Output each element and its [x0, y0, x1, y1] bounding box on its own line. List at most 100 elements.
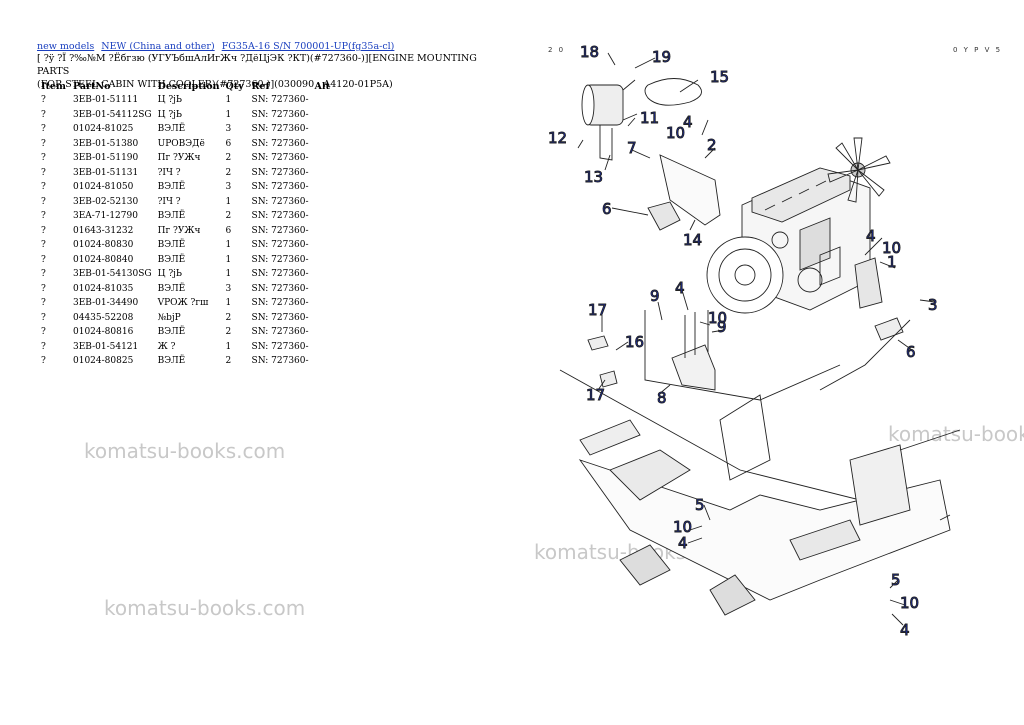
cell-description: ВЭЛЁ	[157, 254, 186, 265]
cell-item: ?	[41, 341, 46, 352]
cell-partno: 01024-80825	[73, 356, 134, 367]
cell-ref: SN: 727360-	[251, 269, 309, 280]
page-title-line1: [ ?ÿ ?Ï ?‰№М ?Ёбгзю (УГУЪбшАлИгЖч ?ДёЦјЭ…	[37, 53, 477, 77]
cell-partno: 01024-81050	[73, 182, 134, 193]
table-row: ? 3EB-01-54121 Ж ? 1 SN: 727360-	[37, 340, 338, 355]
callout-4c: 4	[675, 279, 685, 297]
cell-alt	[312, 108, 338, 123]
callout-6a: 6	[602, 200, 612, 218]
cell-description: ВЭЛЁ	[157, 124, 186, 135]
callout-5a: 5	[695, 496, 705, 514]
page-title: [ ?ÿ ?Ï ?‰№М ?Ёбгзю (УГУЪбшАлИгЖч ?ДёЦјЭ…	[37, 52, 477, 91]
callout-9b: 9	[717, 318, 727, 336]
cell-ref: SN: 727360-	[251, 356, 309, 367]
breadcrumb-link-model[interactable]: FG35A-16 S/N 700001-UP(fg35a-cl)	[221, 41, 395, 52]
callout-16: 16	[625, 333, 644, 351]
cell-ref: SN: 727360-	[251, 167, 309, 178]
callout-10a: 10	[666, 124, 685, 142]
cell-ref: SN: 727360-	[251, 341, 309, 352]
cell-description: Ц ?јЬ	[157, 269, 182, 280]
cell-qty: 6	[225, 225, 232, 236]
cell-description: VРОЖ ?гш	[157, 298, 209, 309]
cell-partno: 3EB-01-51380	[73, 138, 139, 149]
callout-10e: 10	[900, 594, 919, 612]
cell-item: ?	[41, 124, 46, 135]
cell-ref: SN: 727360-	[251, 312, 309, 323]
cell-item: ?	[41, 225, 46, 236]
cell-description: UРОВЭДё	[157, 138, 205, 149]
cell-alt	[312, 325, 338, 340]
callout-19: 19	[652, 48, 671, 66]
cell-alt	[312, 354, 338, 369]
cell-item: ?	[41, 240, 46, 251]
cell-partno: 3EB-01-51190	[73, 153, 139, 164]
cell-ref: SN: 727360-	[251, 153, 309, 164]
cell-description: Ц ?јЬ	[157, 95, 182, 106]
cell-description: Пг ?УЖч	[157, 153, 201, 164]
callout-4b: 4	[866, 227, 876, 245]
cell-ref: SN: 727360-	[251, 240, 309, 251]
parts-diagram: 18 19 15 11 12 10 4 2 7 13 6 14 4 10 1 3…	[548, 43, 961, 640]
cell-qty: 1	[225, 109, 232, 120]
cell-item: ?	[41, 182, 46, 193]
cell-description: ?IЧ ?	[157, 167, 181, 178]
cell-description: ВЭЛЁ	[157, 182, 186, 193]
callout-6b: 6	[906, 343, 916, 361]
cell-item: ?	[41, 167, 46, 178]
cell-alt	[312, 122, 338, 137]
cell-item: ?	[41, 327, 46, 338]
center-mount-illustration	[671, 344, 716, 391]
cell-qty: 1	[225, 341, 232, 352]
cell-qty: 1	[225, 95, 232, 106]
cell-partno: 01024-80840	[73, 254, 134, 265]
cell-qty: 1	[225, 196, 232, 207]
cell-alt	[312, 340, 338, 355]
callout-18: 18	[580, 43, 599, 61]
callout-4a: 4	[683, 113, 693, 131]
breadcrumb: new models NEW (China and other) FG35A-1…	[37, 40, 398, 53]
callout-11: 11	[640, 109, 659, 127]
cell-partno: 3EB-01-54121	[73, 341, 139, 352]
diagram-corner-right: 0 Y P V 5	[953, 46, 1003, 54]
cell-ref: SN: 727360-	[251, 327, 309, 338]
cell-partno: 3EA-71-12790	[73, 211, 138, 222]
cell-description: ВЭЛЁ	[157, 283, 186, 294]
cell-item: ?	[41, 196, 46, 207]
cell-qty: 2	[225, 312, 232, 323]
cell-ref: SN: 727360-	[251, 95, 309, 106]
cell-item: ?	[41, 269, 46, 280]
breadcrumb-link-new-china[interactable]: NEW (China and other)	[101, 41, 215, 52]
cell-ref: SN: 727360-	[251, 196, 309, 207]
cell-qty: 2	[225, 153, 232, 164]
diagram-callouts: 18 19 15 11 12 10 4 2 7 13 6 14 4 10 1 3…	[548, 43, 938, 640]
cell-partno: 01024-80816	[73, 327, 134, 338]
cell-item: ?	[41, 153, 46, 164]
header-item: Item	[41, 80, 66, 92]
watermark-4: komatsu-books.com	[888, 422, 1024, 446]
page-title-line2: (FOR STEEL CABIN WITH COOLER)(#727360-)]…	[37, 79, 393, 90]
callout-3: 3	[928, 296, 938, 314]
breadcrumb-link-new-models[interactable]: new models	[37, 41, 95, 52]
cell-description: ВЭЛЁ	[157, 211, 186, 222]
cell-alt	[312, 137, 338, 152]
cell-qty: 1	[225, 240, 232, 251]
parts-table: Item PartNo Description Qty Ref Alt ?3EB…	[37, 79, 338, 369]
cell-description: №bjP	[157, 312, 181, 323]
cell-partno: 01024-81025	[73, 124, 134, 135]
cell-qty: 1	[225, 269, 232, 280]
cell-description: Ж ?	[157, 341, 176, 352]
callout-1: 1	[887, 253, 897, 271]
callout-4e: 4	[900, 621, 910, 639]
